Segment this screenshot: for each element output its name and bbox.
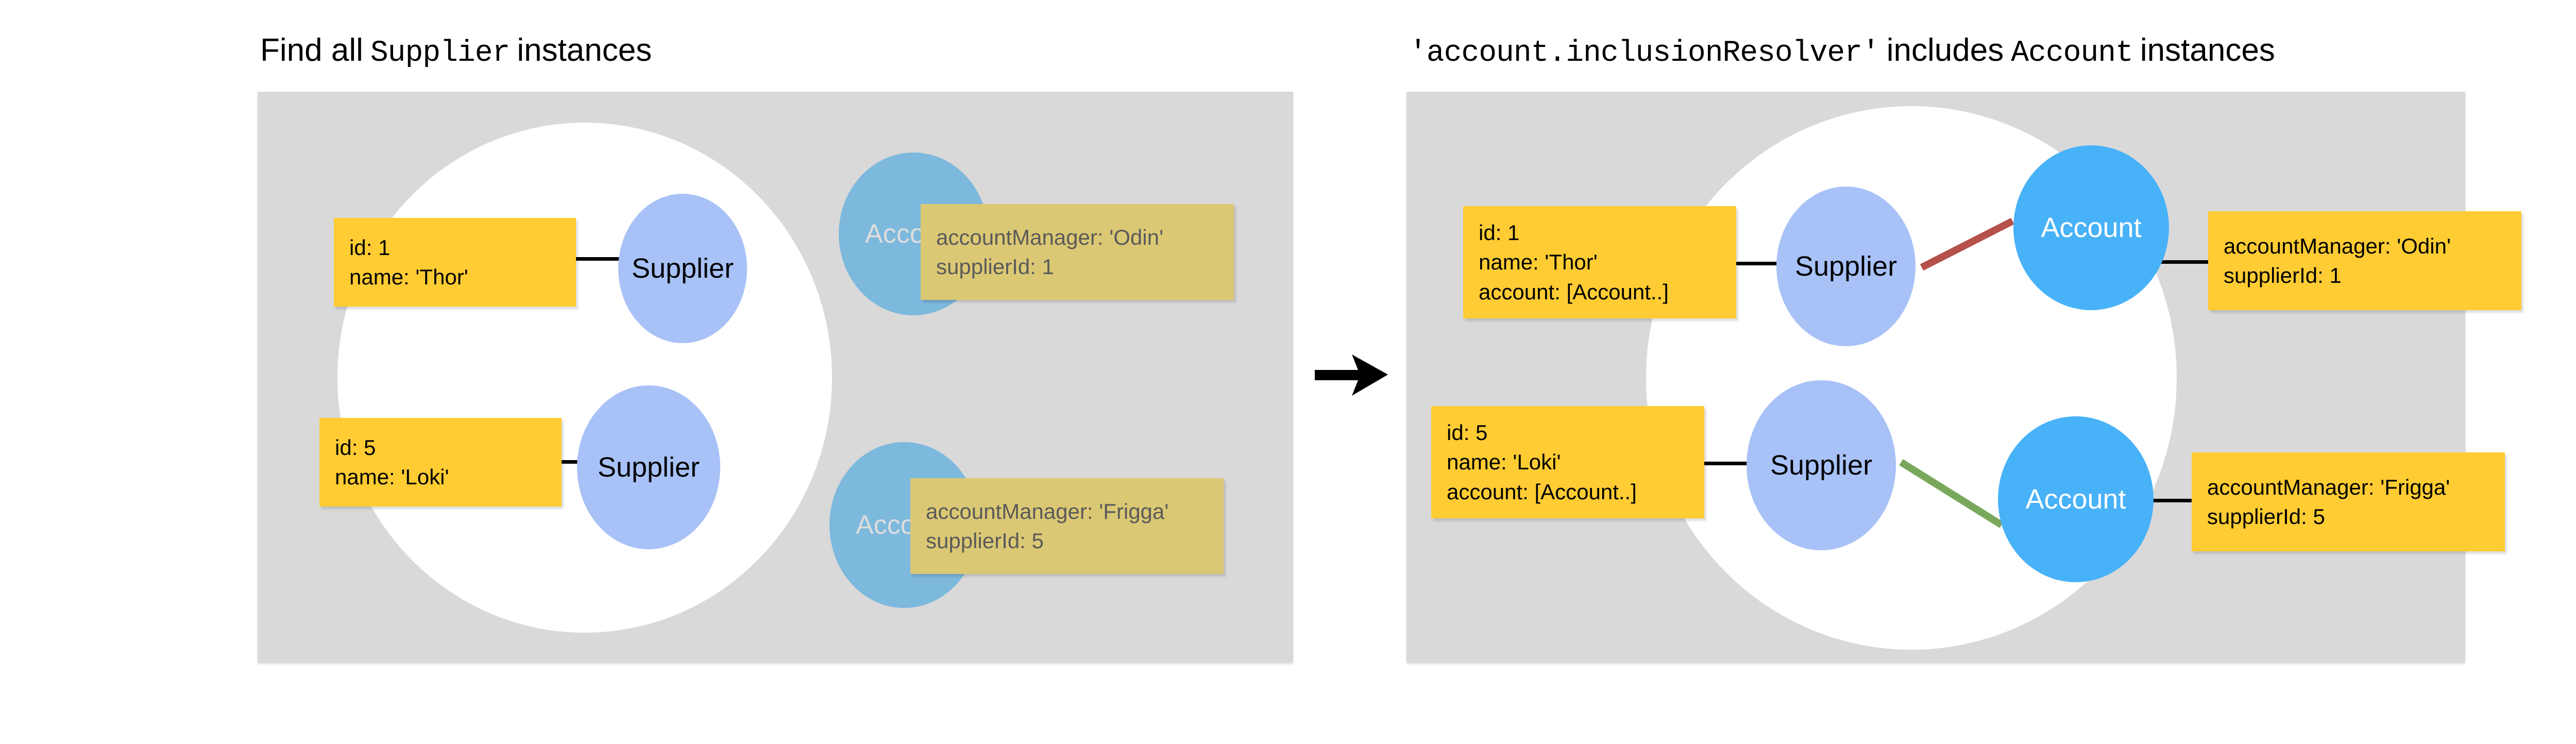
right-title-prefix: 'account.inclusionResolver' bbox=[1409, 37, 1880, 70]
node-supplier-2-label: Supplier bbox=[597, 452, 700, 483]
supplier-box-1-line-1: id: 1 bbox=[1479, 221, 1520, 245]
supplier-box-2-line-1: id: 5 bbox=[1447, 420, 1488, 445]
right-title-suffix: instances bbox=[2140, 32, 2275, 68]
right-title-code: Account bbox=[2011, 37, 2133, 70]
account-box-2-line-1: accountManager: 'Frigga' bbox=[2207, 475, 2450, 499]
left-title-code: Supplier bbox=[370, 37, 510, 70]
node-supplier-2[interactable]: Supplier bbox=[1747, 380, 1896, 550]
node-supplier-2-label: Supplier bbox=[1770, 450, 1873, 481]
account-box-1-line-1: accountManager: 'Odin' bbox=[936, 225, 1163, 249]
connector-account1-box bbox=[2161, 260, 2208, 264]
account-box-2-line-1: accountManager: 'Frigga' bbox=[926, 499, 1169, 523]
connector-supplier5-box bbox=[1703, 462, 1752, 465]
connector-supplier1-box bbox=[1736, 262, 1786, 265]
supplier-box-1-line-1: id: 1 bbox=[349, 235, 391, 260]
node-supplier-2[interactable]: Supplier bbox=[577, 385, 720, 549]
connector-account5-box bbox=[2144, 499, 2192, 502]
right-panel: Supplier Supplier Account Account id: 1 … bbox=[1406, 92, 2521, 663]
account-box-1-line-1: accountManager: 'Odin' bbox=[2224, 233, 2451, 258]
node-account-1-label: Account bbox=[2041, 212, 2142, 243]
supplier-box-1-line-3: account: [Account..] bbox=[1479, 279, 1669, 304]
supplier-box-2-line-3: account: [Account..] bbox=[1447, 479, 1637, 504]
supplier-box-2-line-2: name: 'Loki' bbox=[335, 465, 449, 489]
right-arrow-icon bbox=[1315, 354, 1388, 396]
node-supplier-1-label: Supplier bbox=[1794, 251, 1897, 282]
supplier-box-1-line-2: name: 'Thor' bbox=[349, 265, 468, 289]
account-box-2: accountManager: 'Frigga' supplierId: 5 bbox=[2192, 452, 2505, 551]
supplier-box-1: id: 1 name: 'Thor' account: [Account..] bbox=[1463, 206, 1736, 318]
supplier-box-2: id: 5 name: 'Loki' bbox=[319, 418, 562, 506]
account-box-1-line-2: supplierId: 1 bbox=[936, 255, 1054, 279]
left-title-suffix: instances bbox=[517, 32, 652, 68]
supplier-scope-ellipse bbox=[337, 123, 832, 633]
account-box-1-line-2: supplierId: 1 bbox=[2224, 263, 2342, 288]
right-title-middle: includes bbox=[1886, 32, 2004, 68]
supplier-box-2-line-2: name: 'Loki' bbox=[1447, 450, 1561, 475]
supplier-box-2: id: 5 name: 'Loki' account: [Account..] bbox=[1431, 406, 1704, 518]
node-account-1[interactable]: Account bbox=[2013, 145, 2169, 310]
account-box-1: accountManager: 'Odin' supplierId: 1 bbox=[921, 204, 1234, 300]
supplier-box-1-line-2: name: 'Thor' bbox=[1479, 250, 1598, 275]
node-supplier-1[interactable]: Supplier bbox=[618, 194, 747, 343]
node-supplier-1[interactable]: Supplier bbox=[1776, 187, 1916, 346]
supplier-box-1: id: 1 name: 'Thor' bbox=[334, 218, 576, 307]
left-panel: Supplier Supplier Account Account id: 1 … bbox=[258, 92, 1293, 663]
account-box-1: accountManager: 'Odin' supplierId: 1 bbox=[2208, 211, 2521, 310]
node-account-2-label: Account bbox=[2025, 484, 2126, 515]
node-supplier-1-label: Supplier bbox=[631, 253, 734, 284]
node-account-2[interactable]: Account bbox=[1998, 416, 2154, 582]
account-box-2-line-2: supplierId: 5 bbox=[926, 529, 1044, 553]
left-title-prefix: Find all bbox=[260, 32, 363, 68]
connector-supplier1-box bbox=[575, 257, 629, 261]
supplier-box-2-line-1: id: 5 bbox=[335, 435, 376, 460]
account-box-2: accountManager: 'Frigga' supplierId: 5 bbox=[910, 478, 1224, 574]
account-box-2-line-2: supplierId: 5 bbox=[2207, 504, 2325, 529]
